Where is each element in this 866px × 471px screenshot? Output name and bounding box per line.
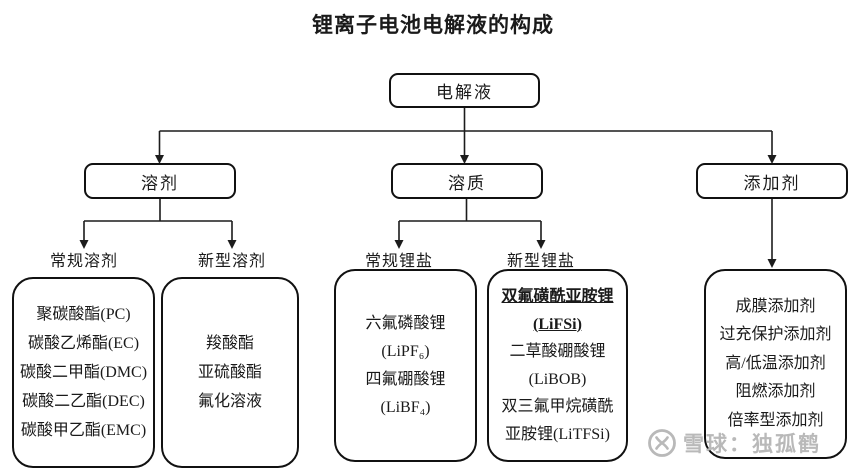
node-solute: 溶质 <box>391 163 543 199</box>
list-item: (LiFSi) <box>533 315 582 333</box>
list-item: 碳酸二甲酯(DMC) <box>19 364 148 381</box>
node-additive-label: 添加剂 <box>743 173 801 193</box>
list-item: 高/低温添加剂 <box>725 354 826 372</box>
leaf-box-new-solvents: 羧酸酯 亚硫酸酯 氟化溶液 <box>161 277 299 468</box>
list-item: (LiPF₆) <box>381 342 430 360</box>
list-item: 聚碳酸酯(PC) <box>36 306 131 323</box>
node-solvent-label: 溶剂 <box>141 173 179 193</box>
list-item: 羧酸酯 <box>205 335 254 352</box>
leaf-box-conventional-solvents: 聚碳酸酯(PC) 碳酸乙烯酯(EC) 碳酸二甲酯(DMC) 碳酸二乙酯(DEC)… <box>12 277 155 468</box>
group-label-conventional-salts: 常规锂盐 <box>364 253 433 270</box>
list-item: (LiBOB) <box>528 370 587 388</box>
connector-solute-stem <box>398 199 542 241</box>
node-solvent: 溶剂 <box>84 163 236 199</box>
list-item: 亚胺锂(LiTFSi) <box>505 425 610 443</box>
list-item: 二草酸硼酸锂 <box>509 343 606 360</box>
list-item: 阻燃添加剂 <box>735 383 816 401</box>
leaf-box-new-salts: 双氟磺酰亚胺锂 (LiFSi) 二草酸硼酸锂 (LiBOB) 双三氟甲烷磺酰 亚… <box>487 269 628 462</box>
list-item: 碳酸甲乙酯(EMC) <box>20 422 147 439</box>
list-item: 亚硫酸酯 <box>197 364 262 381</box>
list-item: (LiBF₄) <box>380 398 431 416</box>
node-solute-label: 溶质 <box>448 173 486 193</box>
list-item: 六氟磷酸锂 <box>365 314 446 332</box>
list-item: 碳酸二乙酯(DEC) <box>22 393 145 410</box>
list-item: 成膜添加剂 <box>735 297 816 315</box>
page-title: 锂离子电池电解液的构成 <box>312 13 554 37</box>
node-additive: 添加剂 <box>696 163 848 199</box>
list-item: 氟化溶液 <box>197 393 262 410</box>
leaf-box-conventional-salts: 六氟磷酸锂 (LiPF₆) 四氟硼酸锂 (LiBF₄) <box>334 269 477 462</box>
list-item: 过充保护添加剂 <box>719 326 832 344</box>
xueqiu-logo-icon <box>648 429 676 457</box>
list-item: 四氟硼酸锂 <box>365 370 446 388</box>
group-label-conventional-solvents: 常规溶剂 <box>49 253 118 270</box>
leaf-box-additives: 成膜添加剂 过充保护添加剂 高/低温添加剂 阻燃添加剂 倍率型添加剂 <box>704 269 847 459</box>
node-electrolyte: 电解液 <box>389 73 540 108</box>
list-item: 双氟磺酰亚胺锂 <box>501 288 614 305</box>
watermark: 雪球：独孤鹤 <box>646 427 821 459</box>
connector-solvent-stem <box>83 199 233 241</box>
node-electrolyte-label: 电解液 <box>436 83 493 102</box>
list-item: 双三氟甲烷磺酰 <box>501 398 614 415</box>
list-item: 碳酸乙烯酯(EC) <box>27 335 140 352</box>
list-item: 倍率型添加剂 <box>727 411 824 429</box>
watermark-text: 雪球：独孤鹤 <box>683 433 821 456</box>
group-label-new-salts: 新型锂盐 <box>506 253 575 270</box>
group-label-new-solvents: 新型溶剂 <box>197 253 266 270</box>
